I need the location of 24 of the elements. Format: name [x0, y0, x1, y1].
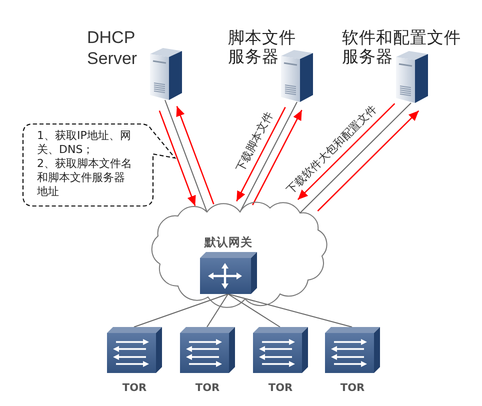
arrow — [252, 110, 302, 206]
connector-line — [300, 102, 412, 214]
connector-line — [134, 294, 228, 328]
device-label: TOR — [194, 381, 221, 395]
callout-text: 1、获取IP地址、网关、DNS； — [37, 129, 132, 157]
connector-line — [206, 294, 228, 328]
cloud — [150, 201, 329, 310]
connector-line — [228, 294, 280, 328]
arrow — [317, 110, 420, 212]
device-label: TOR — [267, 381, 294, 395]
device-label: TOR — [339, 381, 366, 395]
connector-line — [240, 102, 298, 212]
server-label: 脚本文件服务器 — [228, 28, 297, 66]
connector-line — [164, 100, 208, 212]
connector-line — [228, 294, 352, 328]
device-label: 默认网关 — [203, 235, 254, 249]
callout-text: 2、获取脚本文件名和脚本文件服务器地址 — [37, 157, 133, 199]
arrow — [158, 110, 196, 206]
device-label: TOR — [121, 381, 148, 395]
arrow — [236, 106, 286, 202]
arrow — [176, 106, 214, 204]
server-label: DHCP Server — [87, 27, 138, 69]
arrow — [297, 103, 396, 200]
server-label: 软件和配置文件服务器 — [342, 28, 462, 66]
